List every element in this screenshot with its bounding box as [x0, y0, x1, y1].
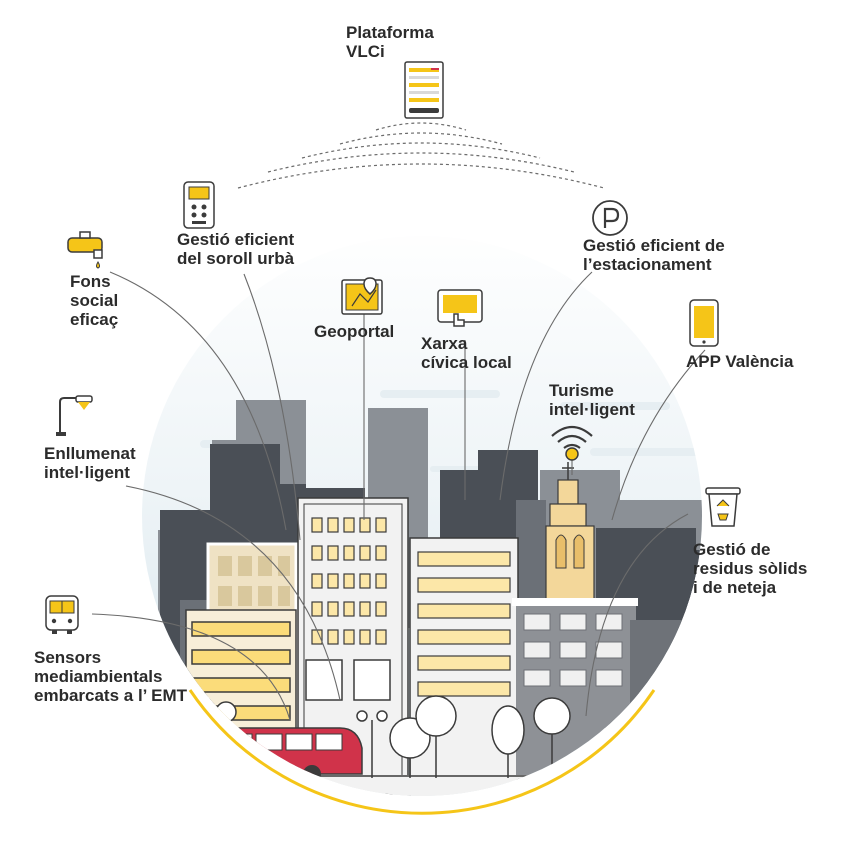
- touch-tablet-icon: [437, 289, 483, 327]
- server-document-icon: [404, 61, 444, 119]
- label-waste-line3: i de neteja: [693, 578, 777, 597]
- label-social-line3: eficaç: [70, 310, 119, 329]
- building-offices: [409, 537, 519, 796]
- label-sensors: Sensors mediambientals embarcats a l’ EM…: [34, 648, 187, 705]
- building-right: [512, 598, 702, 796]
- label-noise: Gestió eficient del soroll urbà: [177, 230, 294, 268]
- building-balconies: [185, 609, 297, 791]
- label-civic-line1: Xarxa: [421, 334, 468, 353]
- label-sensors-line3: embarcats a l’ EMT: [34, 686, 188, 705]
- label-lighting-line2: intel·ligent: [44, 463, 130, 482]
- label-tourism: Turisme intel·ligent: [549, 381, 635, 419]
- label-noise-line2: del soroll urbà: [177, 249, 295, 268]
- street-lamp-icon: [56, 395, 93, 436]
- recycling-bin-icon: [705, 487, 741, 527]
- label-civic: Xarxa cívica local: [421, 334, 512, 372]
- label-tourism-line1: Turisme: [549, 381, 614, 400]
- label-noise-line1: Gestió eficient: [177, 230, 295, 249]
- label-social-line1: Fons: [70, 272, 111, 291]
- label-lighting-line1: Enllumenat: [44, 444, 136, 463]
- bus-sensor-icon: [45, 595, 79, 634]
- label-geoportal-line1: Geoportal: [314, 322, 395, 341]
- label-civic-line2: cívica local: [421, 353, 512, 372]
- label-app: APP València: [686, 352, 793, 371]
- label-sensors-line2: mediambientals: [34, 667, 163, 686]
- label-waste: Gestió de residus sòlids i de neteja: [693, 540, 807, 597]
- label-plataforma: Plataforma VLCi: [346, 23, 434, 61]
- parking-sign-icon: [592, 200, 628, 236]
- label-plataforma-line2: VLCi: [346, 42, 385, 61]
- smartphone-icon: [689, 299, 719, 347]
- label-plataforma-line1: Plataforma: [346, 23, 434, 42]
- map-pin-icon: [341, 277, 383, 315]
- label-lighting: Enllumenat intel·ligent: [44, 444, 136, 482]
- label-waste-line1: Gestió de: [693, 540, 771, 559]
- water-tap-icon: [67, 231, 103, 269]
- label-parking: Gestió eficient de l’estacionament: [583, 236, 725, 274]
- label-parking-line1: Gestió eficient de: [583, 236, 725, 255]
- label-tourism-line2: intel·ligent: [549, 400, 635, 419]
- accent-arc: [188, 689, 656, 815]
- connector-lines: [91, 271, 706, 721]
- street-lamp: [356, 710, 388, 778]
- street: [142, 775, 700, 796]
- noise-meter-icon: [183, 181, 215, 229]
- wifi-icon: [551, 425, 593, 461]
- label-geoportal: Geoportal: [314, 322, 394, 341]
- label-app-line1: APP València: [686, 352, 794, 371]
- label-sensors-line1: Sensors: [34, 648, 102, 667]
- city-scene: [142, 236, 702, 796]
- label-waste-line2: residus sòlids: [693, 559, 808, 578]
- signal-waves: [237, 122, 605, 189]
- label-social-line2: social: [70, 291, 119, 310]
- label-parking-line2: l’estacionament: [583, 255, 712, 274]
- label-social: Fons social eficaç: [70, 272, 118, 329]
- bus: [217, 727, 363, 783]
